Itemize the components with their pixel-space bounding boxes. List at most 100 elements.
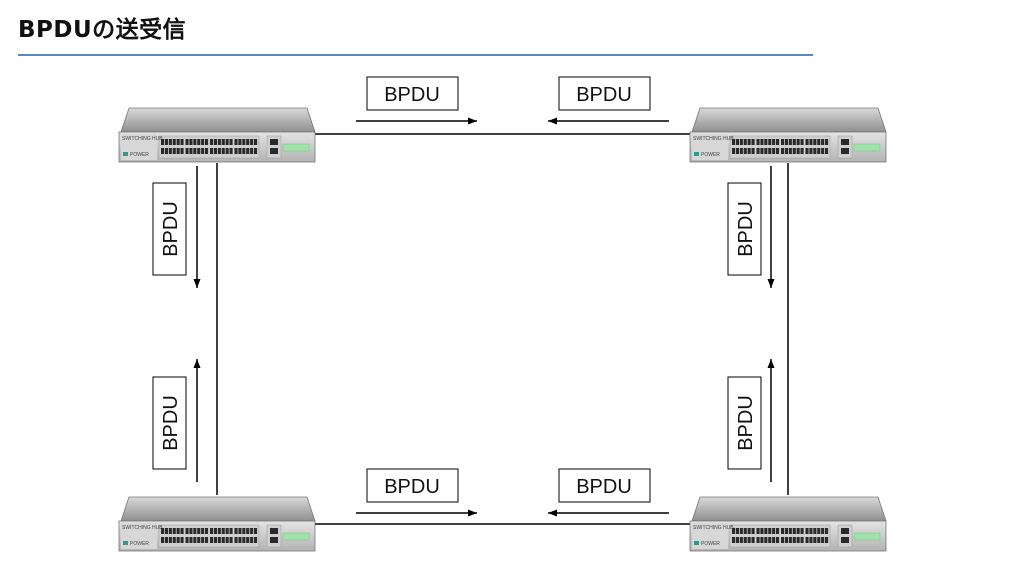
uplink-port [270,528,278,534]
port [825,528,829,534]
port [817,139,821,145]
port [747,148,751,154]
port [768,528,772,534]
port [805,139,809,145]
port [760,528,764,534]
port [221,537,225,543]
port [172,139,176,145]
port [784,537,788,543]
bpdu-box-top-right [558,76,651,111]
port [768,139,772,145]
port [739,537,743,543]
bpdu-label-left-lower: BPDU [160,395,182,451]
port [784,528,788,534]
port [242,528,246,534]
port [739,139,743,145]
bpdu-box-bottom-right [558,468,651,503]
port [164,148,168,154]
port [229,537,233,543]
port [189,537,193,543]
port [225,528,229,534]
port [234,148,238,154]
port [210,528,214,534]
port [792,528,796,534]
port [189,528,193,534]
port [172,528,176,534]
bpdu-box-right-upper [727,182,762,276]
port [242,537,246,543]
port [180,148,184,154]
port [732,148,736,154]
port [238,148,242,154]
switch-top-left: SWITCHING HUB POWER [118,107,316,163]
bpdu-label-right-upper: BPDU [735,201,757,257]
bpdu-box-top-left [366,76,459,111]
uplink-port [270,139,278,145]
port [205,139,209,145]
port [788,537,792,543]
port [792,148,796,154]
uplink-port [841,148,849,154]
port [743,139,747,145]
port [817,148,821,154]
port [796,537,800,543]
port [221,528,225,534]
port [781,148,785,154]
port [756,139,760,145]
port [176,528,180,534]
port [225,148,229,154]
port [180,139,184,145]
svg-text:SWITCHING HUB: SWITCHING HUB [693,136,734,142]
port [781,139,785,145]
port [242,148,246,154]
port [764,148,768,154]
port [813,537,817,543]
port [788,528,792,534]
port [234,537,238,543]
port [751,537,755,543]
port [768,148,772,154]
port [234,139,238,145]
port [225,537,229,543]
port [800,139,804,145]
port [213,528,217,534]
port [751,528,755,534]
port [234,528,238,534]
port [772,537,776,543]
bpdu-box-left-upper [152,182,187,276]
port [250,139,254,145]
port [213,537,217,543]
port [764,139,768,145]
port [821,528,825,534]
svg-text:SWITCHING HUB: SWITCHING HUB [122,525,163,531]
port [764,528,768,534]
port [813,139,817,145]
uplink-port [841,528,849,534]
port [735,148,739,154]
port [800,537,804,543]
svg-text:POWER: POWER [130,152,149,158]
port [743,537,747,543]
port [246,148,250,154]
port [743,528,747,534]
port [805,148,809,154]
title-underline [18,54,813,56]
port [739,528,743,534]
bpdu-label-top-left: BPDU [384,84,440,106]
port [164,537,168,543]
port [161,528,165,534]
port [164,528,168,534]
port [185,537,189,543]
port [772,528,776,534]
port [784,148,788,154]
switch-ports [161,528,278,543]
port [821,537,825,543]
port [821,139,825,145]
port [168,139,172,145]
port [813,148,817,154]
port [776,528,780,534]
uplink-port [270,148,278,154]
port [238,139,242,145]
bpdu-box-right-lower [727,376,762,470]
port [201,537,205,543]
